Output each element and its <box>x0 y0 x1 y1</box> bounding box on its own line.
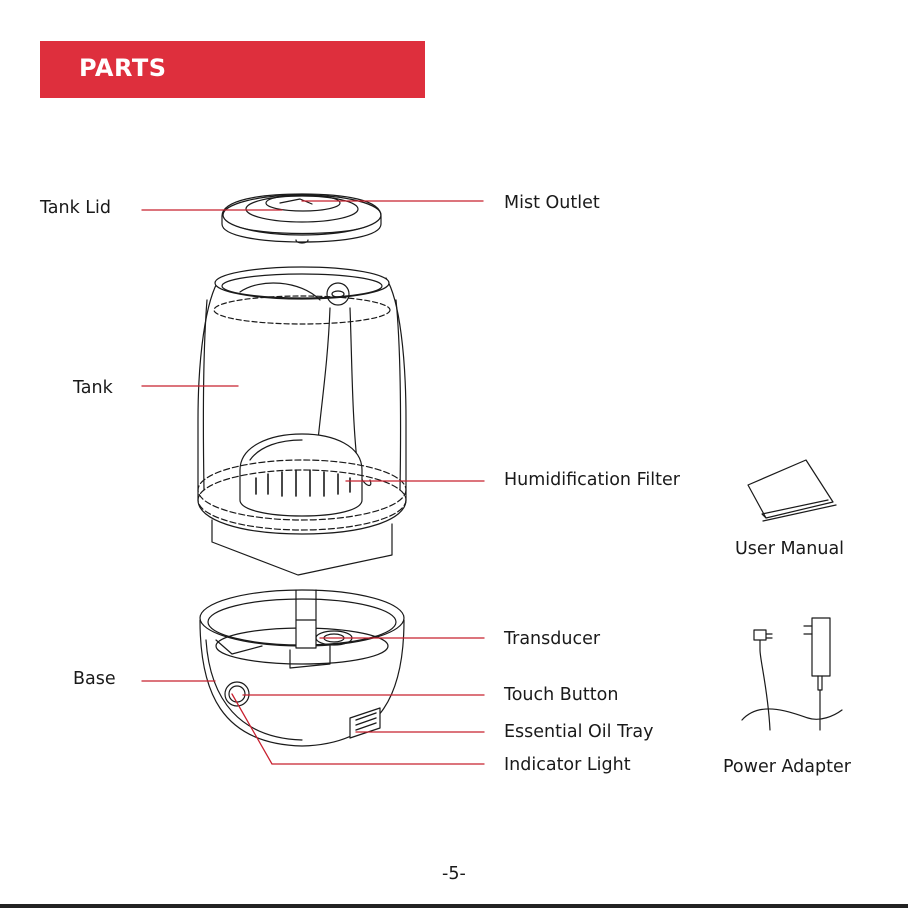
label-user-manual: User Manual <box>735 541 844 559</box>
label-touch-button: Touch Button <box>504 687 618 705</box>
label-humidification-filter: Humidification Filter <box>504 472 680 490</box>
footer-rule <box>0 904 908 908</box>
page-number: -5- <box>442 866 466 884</box>
tank-drawing <box>198 267 406 575</box>
power-adapter-drawing <box>742 618 842 730</box>
label-tank: Tank <box>73 380 113 398</box>
label-mist-outlet: Mist Outlet <box>504 195 600 213</box>
label-tank-lid: Tank Lid <box>40 200 111 218</box>
user-manual-drawing <box>748 460 836 521</box>
label-power-adapter: Power Adapter <box>723 759 851 777</box>
label-indicator-light: Indicator Light <box>504 757 631 775</box>
label-essential-oil-tray: Essential Oil Tray <box>504 724 653 742</box>
base-drawing <box>200 590 404 746</box>
label-base: Base <box>73 671 116 689</box>
label-transducer: Transducer <box>504 631 600 649</box>
